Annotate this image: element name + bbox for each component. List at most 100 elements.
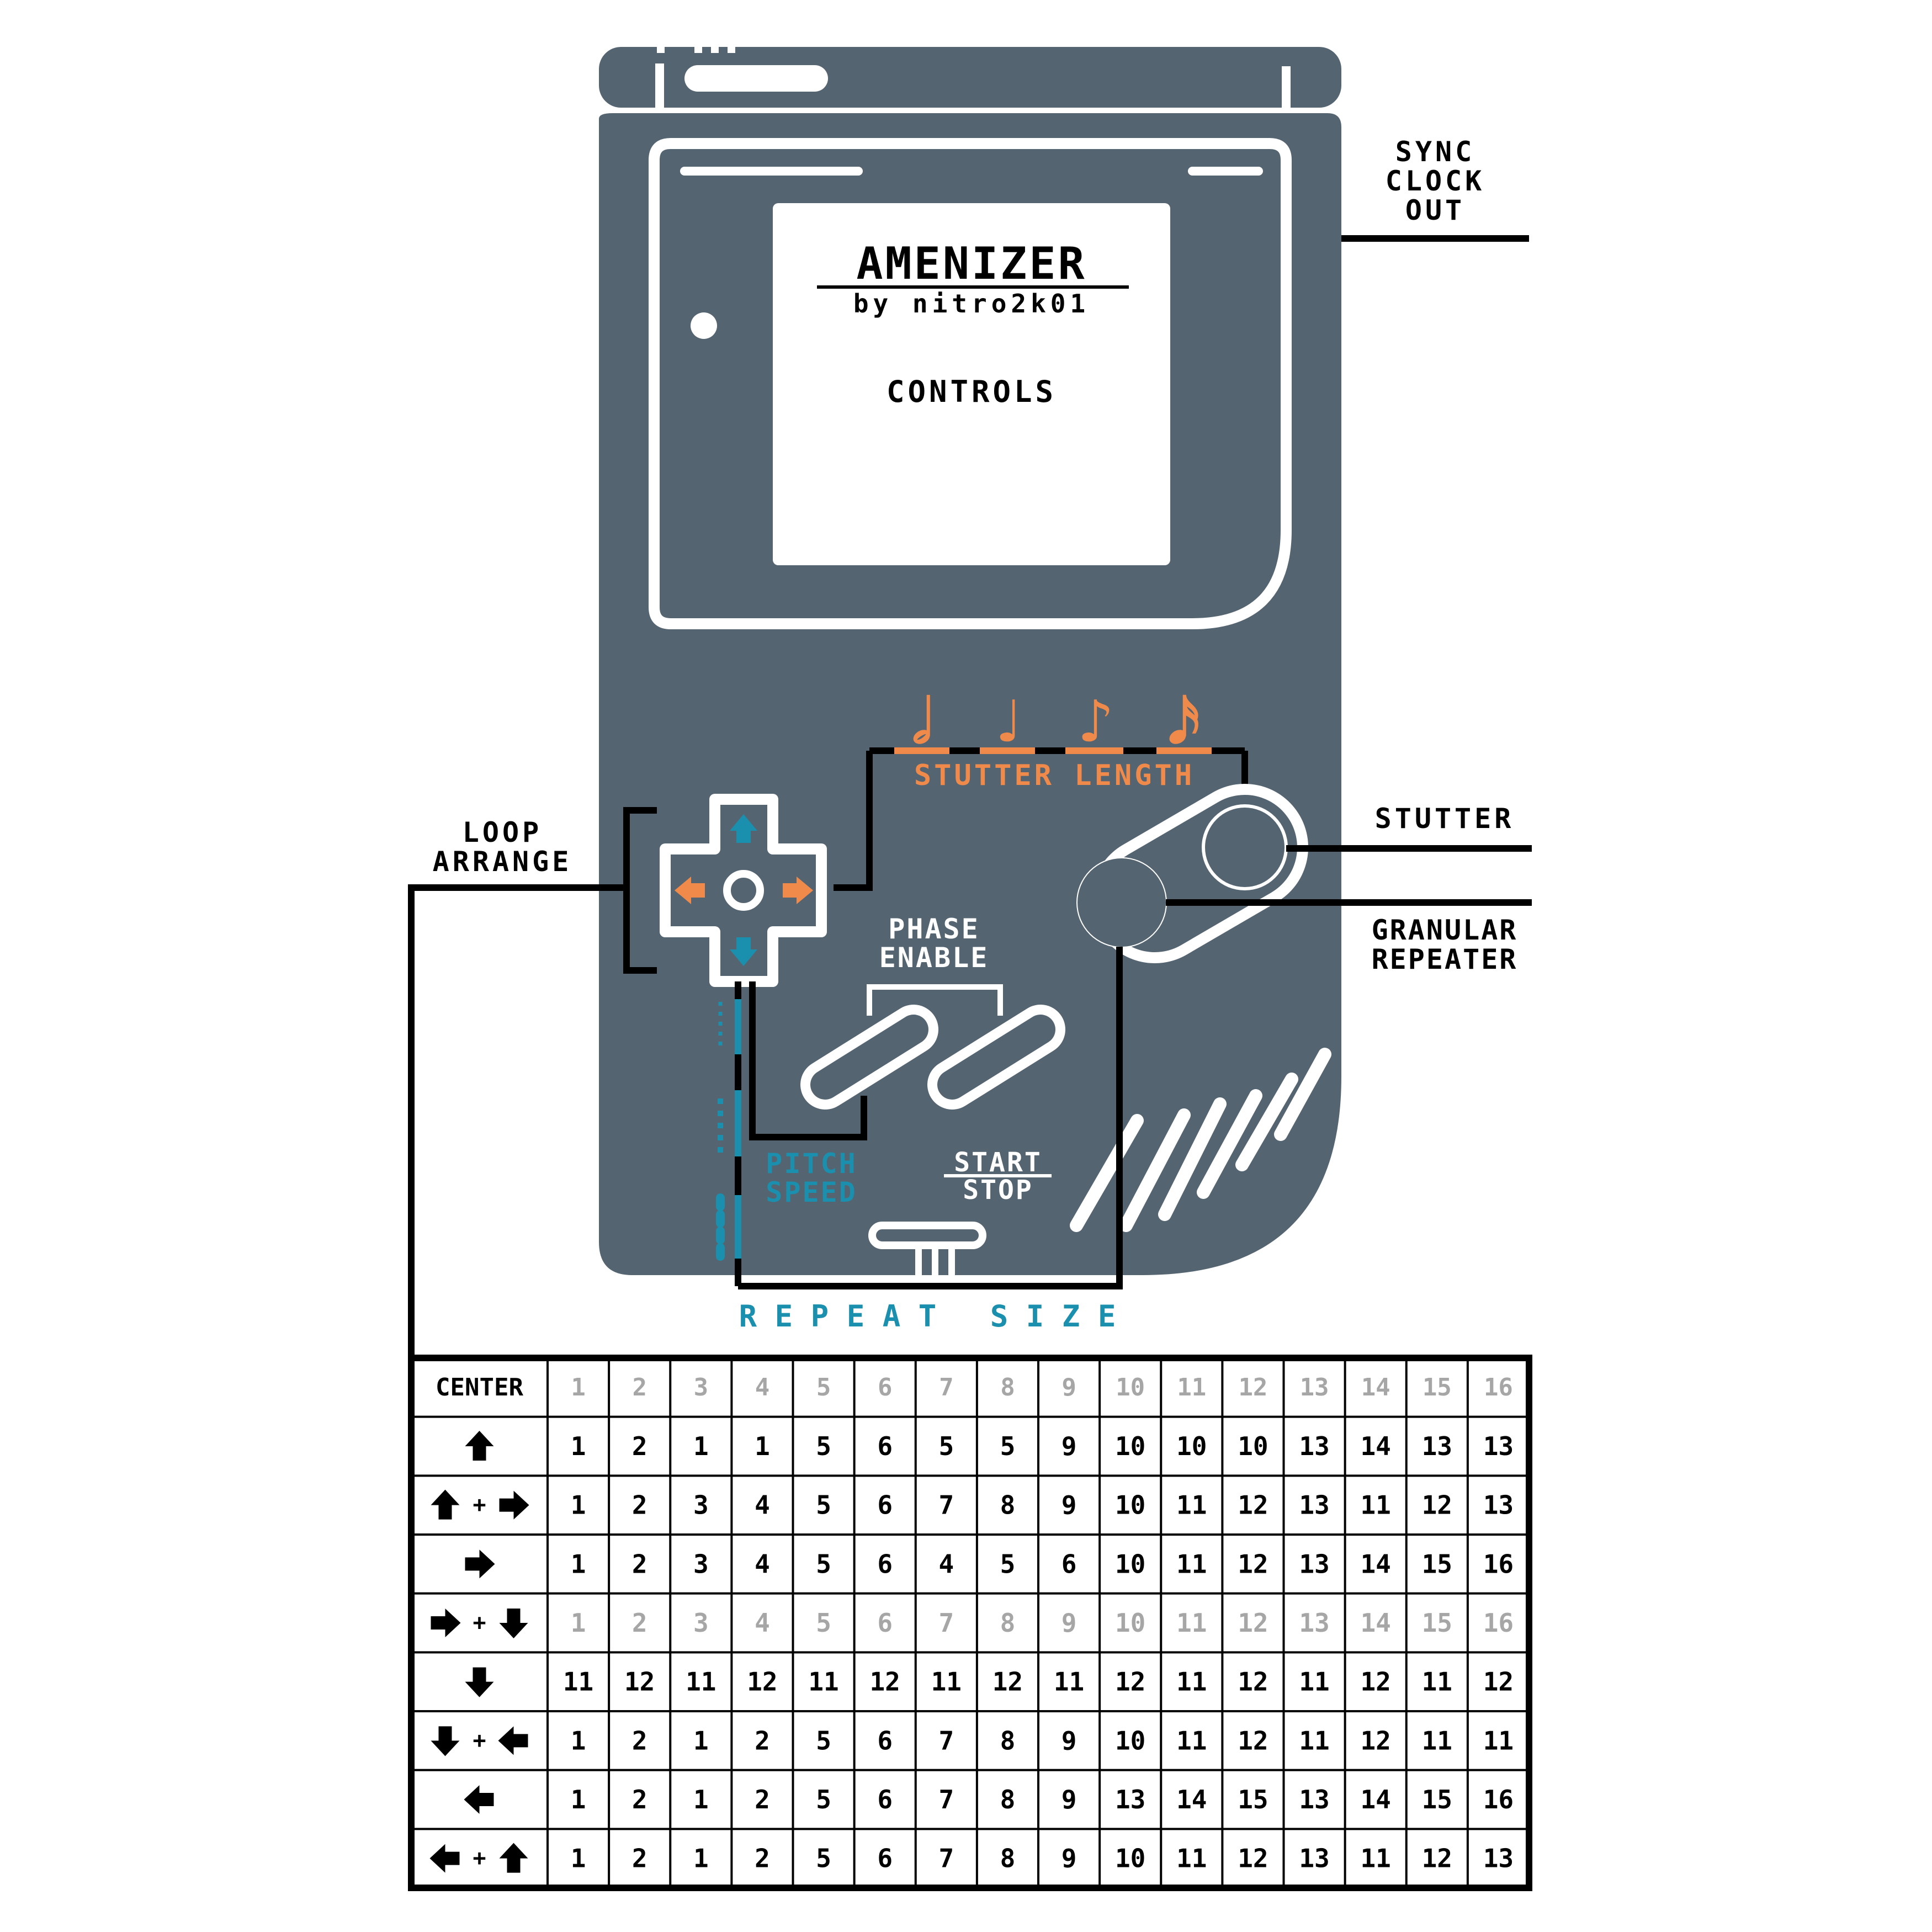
arrow-up-icon [431,1489,460,1520]
speaker-slot-5 [1235,1073,1298,1171]
table-header-cell: 5 [816,1373,831,1402]
start-stop-label-line2: STOP [963,1175,1033,1206]
table-cell: 1 [693,1785,709,1814]
power-led-icon [691,312,717,339]
table-cell: 5 [1000,1431,1016,1461]
table-cell: 11 [1360,1490,1390,1520]
table-cell: 10 [1176,1431,1207,1461]
table-header-cell: 6 [878,1373,893,1402]
b-button-face[interactable] [1078,858,1166,947]
table-cell: 9 [1061,1785,1077,1814]
screen-title: AMENIZER [856,238,1086,289]
table-header-cell: 16 [1484,1373,1513,1402]
speaker-slot-2 [1119,1108,1191,1232]
table-cell: 15 [1422,1785,1452,1814]
table-cell: 3 [693,1490,709,1520]
table-cell: 15 [1422,1549,1452,1579]
table-cell: 12 [1238,1844,1268,1873]
phase-enable-label-line1: PHASE [888,913,980,945]
table-cell: 13 [1299,1608,1329,1638]
table-cell: 8 [1000,1785,1016,1814]
table-cell: 12 [992,1667,1023,1697]
table-cell: 1 [693,1844,709,1873]
table-cell: 12 [1238,1549,1268,1579]
pitch-wire-black [749,981,867,1140]
table-cell: 10 [1115,1431,1145,1461]
table-cell: 12 [1238,1490,1268,1520]
table-header-cell: 8 [1000,1373,1015,1402]
table-header-cell: 1 [571,1373,586,1402]
loop-arrange-wire [408,884,627,1358]
sync-clock-out-line2: CLOCK [1386,165,1485,197]
arrow-up-icon [465,1431,494,1461]
loop-arrange-group: LOOP ARRANGE [408,807,657,1358]
speaker-grill [1070,1048,1331,1232]
arrow-down-icon [499,1609,528,1638]
select-button-inner [810,1015,928,1100]
table-cell: 1 [693,1726,709,1755]
dpad-right-arrow-icon [783,877,813,904]
dpad-outline[interactable] [660,794,827,987]
stutter-length-label: STUTTER LENGTH [914,759,1195,792]
repeat-size-wire [738,947,1123,1289]
table-cell: 9 [1061,1608,1077,1638]
table-cell: 13 [1115,1785,1145,1814]
console-top-strip [599,47,1341,108]
table-header-cell: 13 [1300,1373,1329,1402]
dpad[interactable] [660,794,827,987]
right-labels: SYNC CLOCK OUT STUTTER GRANULAR REPEATER [1166,136,1532,975]
table-cell: 12 [869,1667,900,1697]
table-cell: 9 [1061,1431,1077,1461]
table-cell: 12 [1360,1667,1390,1697]
table-cell: 7 [938,1844,954,1873]
table-cell: 1 [571,1549,586,1579]
table-cell: 14 [1360,1549,1390,1579]
table-cell: 6 [877,1785,893,1814]
screen-bezel: AMENIZER by nitro2k01 CONTROLS [649,138,1292,629]
table-header-cell: 3 [694,1373,709,1402]
table-cell: 13 [1483,1431,1514,1461]
table-cell: 10 [1115,1549,1145,1579]
table-cell: 1 [571,1490,586,1520]
granular-repeater-line1: GRANULAR [1372,914,1518,946]
table-cell: 4 [755,1490,770,1520]
table-cell: 12 [1238,1608,1268,1638]
combo-plus: + [473,1728,486,1753]
table-cell: 16 [1483,1608,1514,1638]
table-cell: 13 [1299,1431,1329,1461]
table-cell: 14 [1360,1785,1390,1814]
a-button-face[interactable] [1205,808,1285,887]
table-cell: 5 [816,1844,831,1873]
table-cell: 4 [755,1608,770,1638]
table-header-center: CENTER [436,1373,523,1402]
table-cell: 11 [1176,1490,1207,1520]
loop-arrange-label-line1: LOOP [463,816,542,848]
table-cell: 9 [1061,1726,1077,1755]
table-cell: 13 [1422,1431,1452,1461]
table-cell: 13 [1299,1844,1329,1873]
arrow-right-icon [431,1609,461,1637]
table-cell: 1 [571,1608,586,1638]
table-cell: 6 [877,1726,893,1755]
table-cell: 11 [1299,1667,1329,1697]
dpad-up-arrow-icon [730,814,757,843]
speaker-slot-3 [1158,1097,1227,1221]
table-cell: 5 [816,1785,831,1814]
table-cell: 9 [1061,1844,1077,1873]
table-cell: 10 [1115,1726,1145,1755]
table-border [408,1355,1532,1891]
table-cell: 1 [693,1431,709,1461]
table-cell: 14 [1360,1608,1390,1638]
table-cell: 10 [1115,1844,1145,1873]
table-cell: 2 [632,1608,647,1638]
table-cell: 13 [1299,1785,1329,1814]
table-cell: 11 [1054,1667,1084,1697]
table-cell: 1 [571,1785,586,1814]
table-cell: 11 [563,1667,593,1697]
vent-dot-3 [711,45,719,53]
loop-arrange-label-line2: ARRANGE [433,846,572,878]
table-header-cell: 7 [939,1373,954,1402]
lcd-screen [773,203,1170,565]
arrow-left-icon [464,1785,494,1814]
